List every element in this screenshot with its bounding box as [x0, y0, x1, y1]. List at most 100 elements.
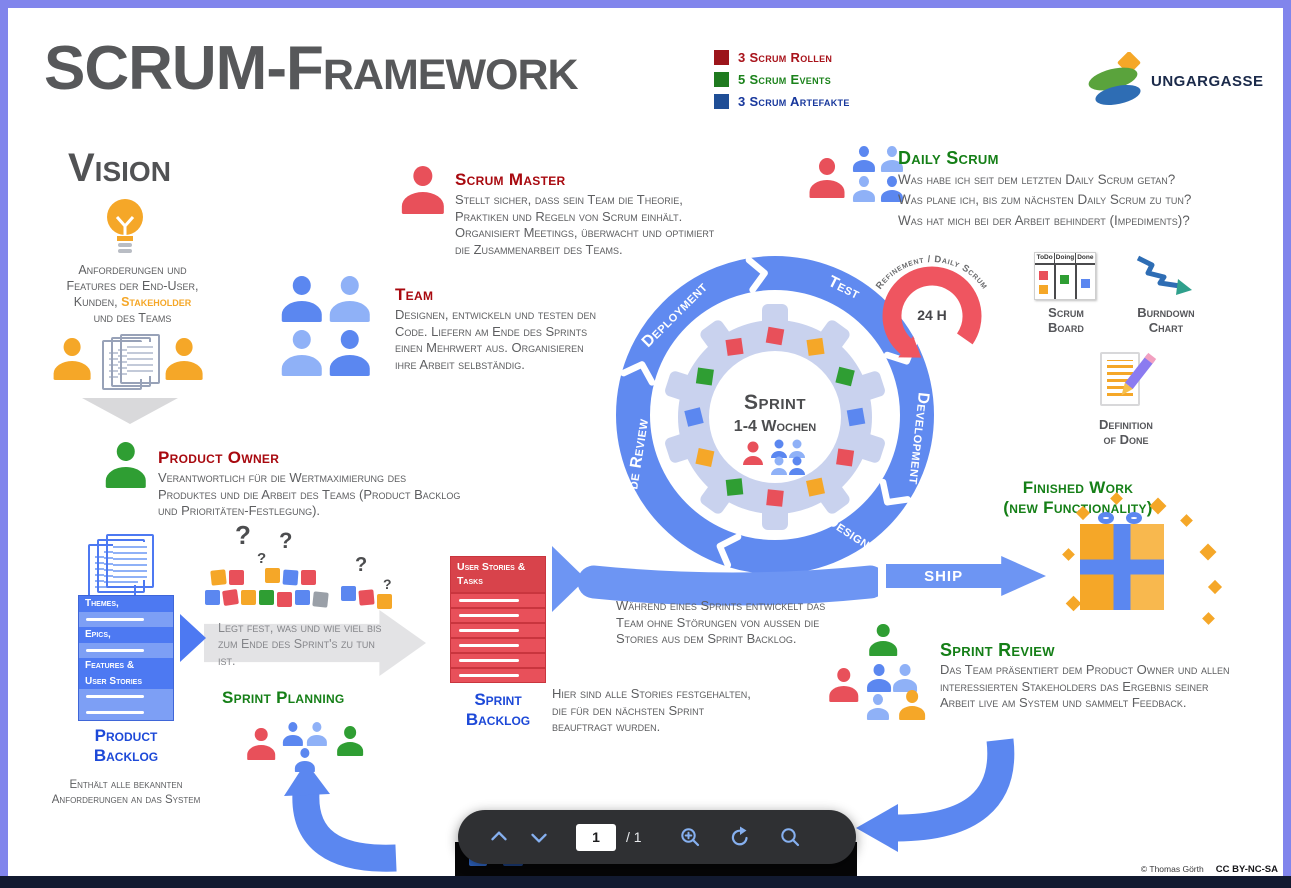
logo-text: UNGARGASSE: [1151, 72, 1264, 90]
sprint-backlog-box: User Stories & Tasks: [450, 556, 546, 684]
sb-story-row: [451, 592, 545, 607]
logo-leaves-icon: [1088, 52, 1141, 106]
sb-header-line2: Tasks: [457, 574, 483, 587]
backlog-row-lines: [79, 642, 173, 658]
zoom-in-icon[interactable]: [678, 825, 702, 849]
search-icon[interactable]: [778, 825, 802, 849]
page-down-button[interactable]: [526, 824, 552, 850]
team-icons: [280, 276, 376, 378]
confetti-diamond: [1110, 492, 1123, 505]
planning-card: [277, 592, 292, 607]
daily-question: Was plane ich, bis zum nächsten Daily Sc…: [898, 192, 1192, 208]
search-button[interactable]: [778, 825, 802, 849]
legend-item-events: 5 Scrum Events: [714, 72, 850, 87]
daily-question: Was habe ich seit dem letzten Daily Scru…: [898, 172, 1176, 187]
ship-label: SHIP: [924, 567, 964, 585]
roles-color-swatch-icon: [714, 50, 729, 65]
board-divider: [1054, 265, 1056, 299]
planning-card: [222, 589, 239, 606]
sb-header-line1: User Stories &: [457, 561, 526, 573]
planning-card: [265, 568, 280, 583]
scrum-board-icon: ToDo Doing Done: [1034, 252, 1096, 300]
team-member-mini-icon: [282, 722, 304, 746]
zoom-in-button[interactable]: [678, 825, 702, 849]
scrum-board-label: Scrum Board: [1024, 305, 1108, 336]
daily-scrum-icons: [808, 146, 908, 218]
team-desc: Designen, entwickeln und testen den Code…: [395, 307, 596, 372]
ungargasse-logo: UNGARGASSE: [1085, 52, 1264, 110]
rotate-button[interactable]: [728, 825, 752, 849]
product-backlog-desc: Enthält alle bekannten Anforderungen an …: [51, 779, 201, 806]
backlog-row-label: Themes,: [79, 596, 173, 612]
confetti-diamond: [1062, 548, 1075, 561]
team-member-mini-icon: [306, 722, 328, 746]
chevron-up-icon[interactable]: [486, 824, 512, 850]
finished-work-line1: Finished Work: [1022, 478, 1134, 497]
license-text: CC BY-NC-SA: [1215, 864, 1278, 875]
product-owner-title: Product Owner: [158, 448, 280, 467]
gift-bow-right: [1126, 512, 1142, 524]
poster-page: SCRUM-Framework 3 Scrum Rollen 5 Scrum E…: [8, 8, 1283, 876]
title-dash: -: [266, 34, 287, 103]
planning-card: [259, 590, 274, 605]
team-member-icon: [328, 330, 372, 376]
product-owner-icon: [104, 442, 148, 488]
planning-card: [358, 589, 375, 606]
sprint-planning-title: Sprint Planning: [222, 688, 345, 707]
vision-line: Kunden, Stakeholder: [40, 294, 225, 310]
sprint-center-subtitle: 1-4 Wochen: [734, 418, 816, 435]
planning-card: [301, 570, 316, 585]
board-note: [1039, 285, 1048, 294]
confetti-diamond: [1065, 595, 1082, 612]
product-backlog-title: Product Backlog: [54, 726, 198, 765]
confetti-diamond: [1075, 505, 1091, 521]
sb-story-row: [451, 607, 545, 622]
planning-card: [312, 591, 329, 608]
team-title: Team: [395, 285, 434, 304]
sprint-gear-icon: Sprint 1-4 Wochen: [665, 304, 885, 530]
requirements-docs-icon: [102, 334, 162, 392]
sprint-flow-arrow: [552, 546, 878, 612]
sprint-planning-cluster: ? ? ? ? ?: [205, 520, 410, 622]
sprint-backlog-line2: Backlog: [465, 709, 531, 729]
gear-sticky-notes: [684, 326, 866, 507]
backlog-to-planning-arrow-icon: [180, 614, 206, 662]
product-owner-mini-icon: [868, 624, 898, 656]
finished-work-title: Finished Work (new Functionality): [958, 478, 1198, 518]
chevron-down-icon[interactable]: [526, 824, 552, 850]
lightbulb-icon: [107, 199, 143, 253]
team-member-mini-icon: [892, 664, 918, 692]
legend-item-roles: 3 Scrum Rollen: [714, 50, 850, 65]
backlog-row-lines: [79, 704, 173, 720]
sprint-center-title: Sprint: [744, 391, 806, 414]
team-member-icon: [280, 276, 324, 322]
gift-bow-left: [1098, 512, 1114, 524]
bottom-navy-bar: [0, 876, 1291, 888]
stakeholder-left-icon: [52, 338, 92, 380]
legend-label: 5 Scrum Events: [738, 72, 831, 87]
board-col-doing: Doing: [1055, 253, 1076, 263]
arc-arrowhead: [898, 336, 922, 358]
stakeholder-highlight: Stakeholder: [121, 295, 192, 309]
planning-card: [341, 586, 356, 601]
product-owner-mini-icon: [336, 726, 364, 756]
question-mark: ?: [355, 554, 368, 576]
backlog-row-label: Features &: [79, 658, 173, 674]
rotate-icon[interactable]: [728, 825, 752, 849]
page-up-button[interactable]: [486, 824, 512, 850]
confetti-diamond: [1207, 579, 1223, 595]
burndown-label-1: Burndown: [1137, 305, 1195, 320]
board-col-done: Done: [1077, 254, 1094, 261]
burndown-chart-label: Burndown Chart: [1124, 305, 1208, 336]
planning-card: [229, 570, 244, 585]
doc-sheet: [106, 534, 154, 588]
confetti-diamond: [1199, 543, 1217, 561]
planning-card: [377, 594, 392, 609]
page-number-input[interactable]: [576, 823, 616, 851]
vision-line: und des Teams: [93, 311, 172, 325]
scrum-master-desc: Stellt sicher, dass sein Team die Theori…: [455, 192, 715, 257]
confetti-diamond: [1149, 497, 1167, 515]
sprint-cycle-diagram: Deployment Test Development Design Code …: [616, 256, 934, 574]
copyright-text: © Thomas Görth: [1140, 864, 1204, 874]
